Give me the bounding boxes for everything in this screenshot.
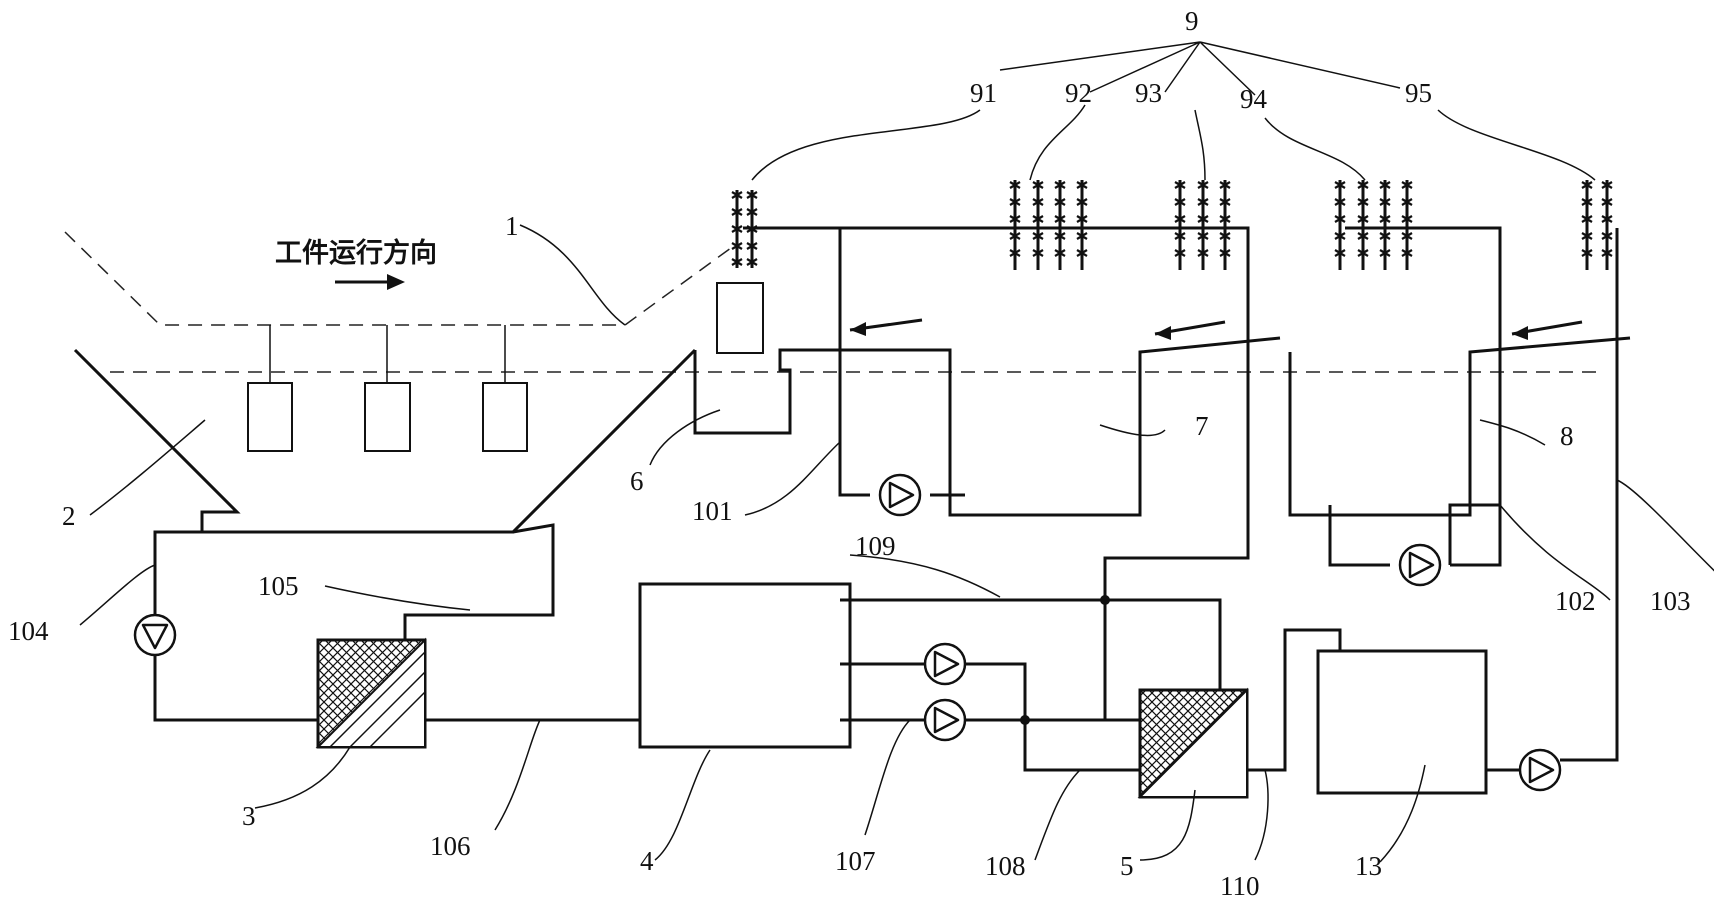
label-1: 1 (505, 211, 519, 241)
rinse-tank-6 (693, 336, 1631, 517)
nozzle-group-93 (1173, 180, 1232, 270)
pump-104 (133, 613, 177, 657)
label-102: 102 (1555, 586, 1596, 616)
pump-102 (1398, 543, 1442, 587)
tank-2 (73, 348, 697, 640)
label-4: 4 (640, 846, 654, 876)
label-110: 110 (1220, 871, 1260, 901)
label-13: 13 (1355, 851, 1382, 881)
pipes-from-unit-4 (840, 595, 1222, 772)
pump-103 (1518, 748, 1562, 792)
nozzle-group-92 (1008, 180, 1089, 270)
pump-101 (878, 473, 922, 517)
tank-13 (1316, 649, 1488, 795)
label-3: 3 (242, 801, 256, 831)
nozzle-group-91 (730, 190, 759, 268)
overflow-arrows (849, 318, 1583, 340)
label-93: 93 (1135, 78, 1162, 108)
label-94: 94 (1240, 84, 1268, 114)
pump-107b (923, 698, 967, 742)
workpiece-rinsing (716, 282, 764, 354)
label-8: 8 (1560, 421, 1574, 451)
label-105: 105 (258, 571, 299, 601)
label-103: 103 (1650, 586, 1691, 616)
label-7: 7 (1195, 411, 1209, 441)
direction-arrow (335, 274, 405, 290)
nozzle-group-95 (1580, 180, 1614, 270)
label-95: 95 (1405, 78, 1432, 108)
pipe-104 (153, 612, 318, 722)
workpiece (482, 382, 528, 452)
filter-5 (1137, 687, 1249, 799)
label-5: 5 (1120, 851, 1134, 881)
workpiece (364, 382, 411, 452)
filter-3 (315, 637, 427, 749)
pump-107a (923, 642, 967, 686)
leader-lines (79, 41, 1714, 863)
label-2: 2 (62, 501, 76, 531)
label-106: 106 (430, 831, 471, 861)
unit-4 (638, 582, 852, 749)
label-91: 91 (970, 78, 997, 108)
workpiece (247, 382, 293, 452)
reference-labels: 9 91 92 93 94 95 1 2 6 101 7 8 102 103 1… (8, 6, 1691, 901)
pipe-110 (1247, 628, 1342, 772)
pipe-102 (1328, 505, 1502, 567)
label-6: 6 (630, 466, 644, 496)
nozzle-group-94 (1333, 180, 1414, 270)
label-101: 101 (692, 496, 733, 526)
label-104: 104 (8, 616, 49, 646)
workpieces (247, 282, 764, 452)
label-107: 107 (835, 846, 876, 876)
label-109: 109 (855, 531, 896, 561)
label-108: 108 (985, 851, 1026, 881)
label-9: 9 (1185, 6, 1199, 36)
workpiece-direction-text: 工件运行方向 (275, 237, 437, 269)
label-92: 92 (1065, 78, 1092, 108)
